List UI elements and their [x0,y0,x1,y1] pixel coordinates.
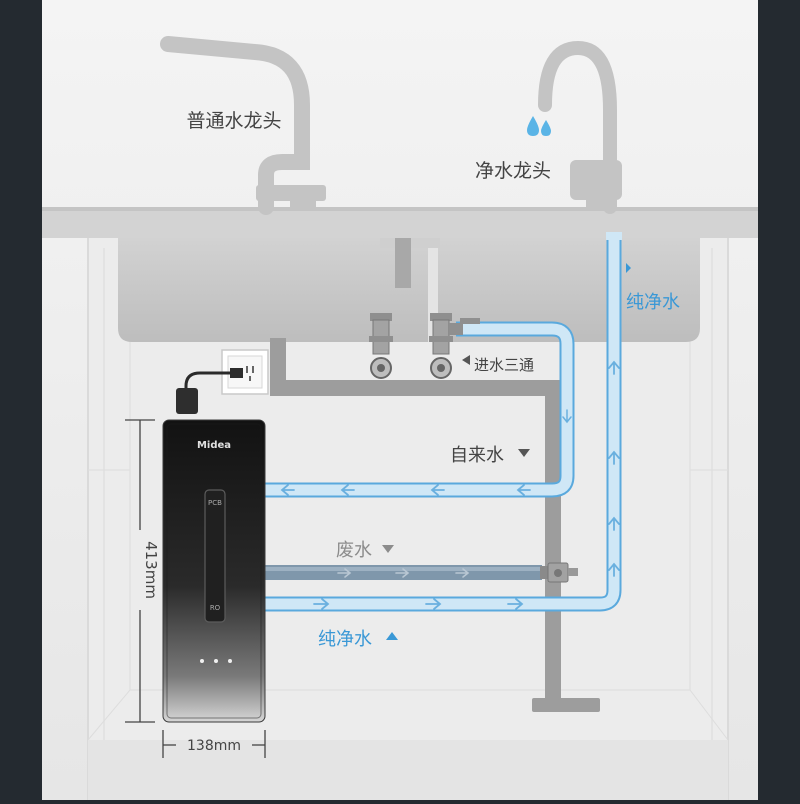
triangle-down-icon [518,449,530,457]
power-cable [176,371,231,414]
triangle-up-icon [386,632,398,640]
inlet-tee-valve-left [369,313,393,379]
purifier-device [162,419,266,723]
arrow-up-icon [608,360,620,577]
waste-pipe [262,562,578,583]
arrow-down-icon [562,409,572,424]
triangle-down-icon [382,545,394,553]
width-dimension-label: 138mm [187,738,241,754]
waste-water-label: 废水 [336,540,372,561]
inlet-tee-valve-right [429,313,480,379]
countertop [42,207,758,238]
width-dimension [162,730,266,758]
height-dimension [125,419,155,723]
height-dimension-label: 413mm [142,541,160,599]
device-brand: Midea [197,440,231,451]
left-border [0,0,42,800]
inlet-tee-label: 进水三通 [474,356,534,374]
regular-faucet [160,36,326,215]
waste-arrow-right-icon [337,568,470,578]
regular-faucet-label: 普通水龙头 [186,110,281,132]
triangle-left-icon [462,355,470,365]
pcb-label: PCB [208,499,222,507]
purified-water-top-label: 纯净水 [626,292,680,313]
purified-faucet [538,40,622,214]
triangle-left-icon [626,263,631,273]
purified-faucet-label: 净水龙头 [475,160,551,182]
right-border [758,0,800,800]
drain-pipe [270,238,600,712]
purified-water-bottom-label: 纯净水 [318,629,372,650]
power-outlet [221,349,269,395]
water-drop-icon [527,116,551,136]
ro-label: RO [210,604,221,612]
tap-water-label: 自来水 [450,445,504,466]
arrow-right-icon [313,598,524,610]
arrow-left-icon [280,484,531,496]
